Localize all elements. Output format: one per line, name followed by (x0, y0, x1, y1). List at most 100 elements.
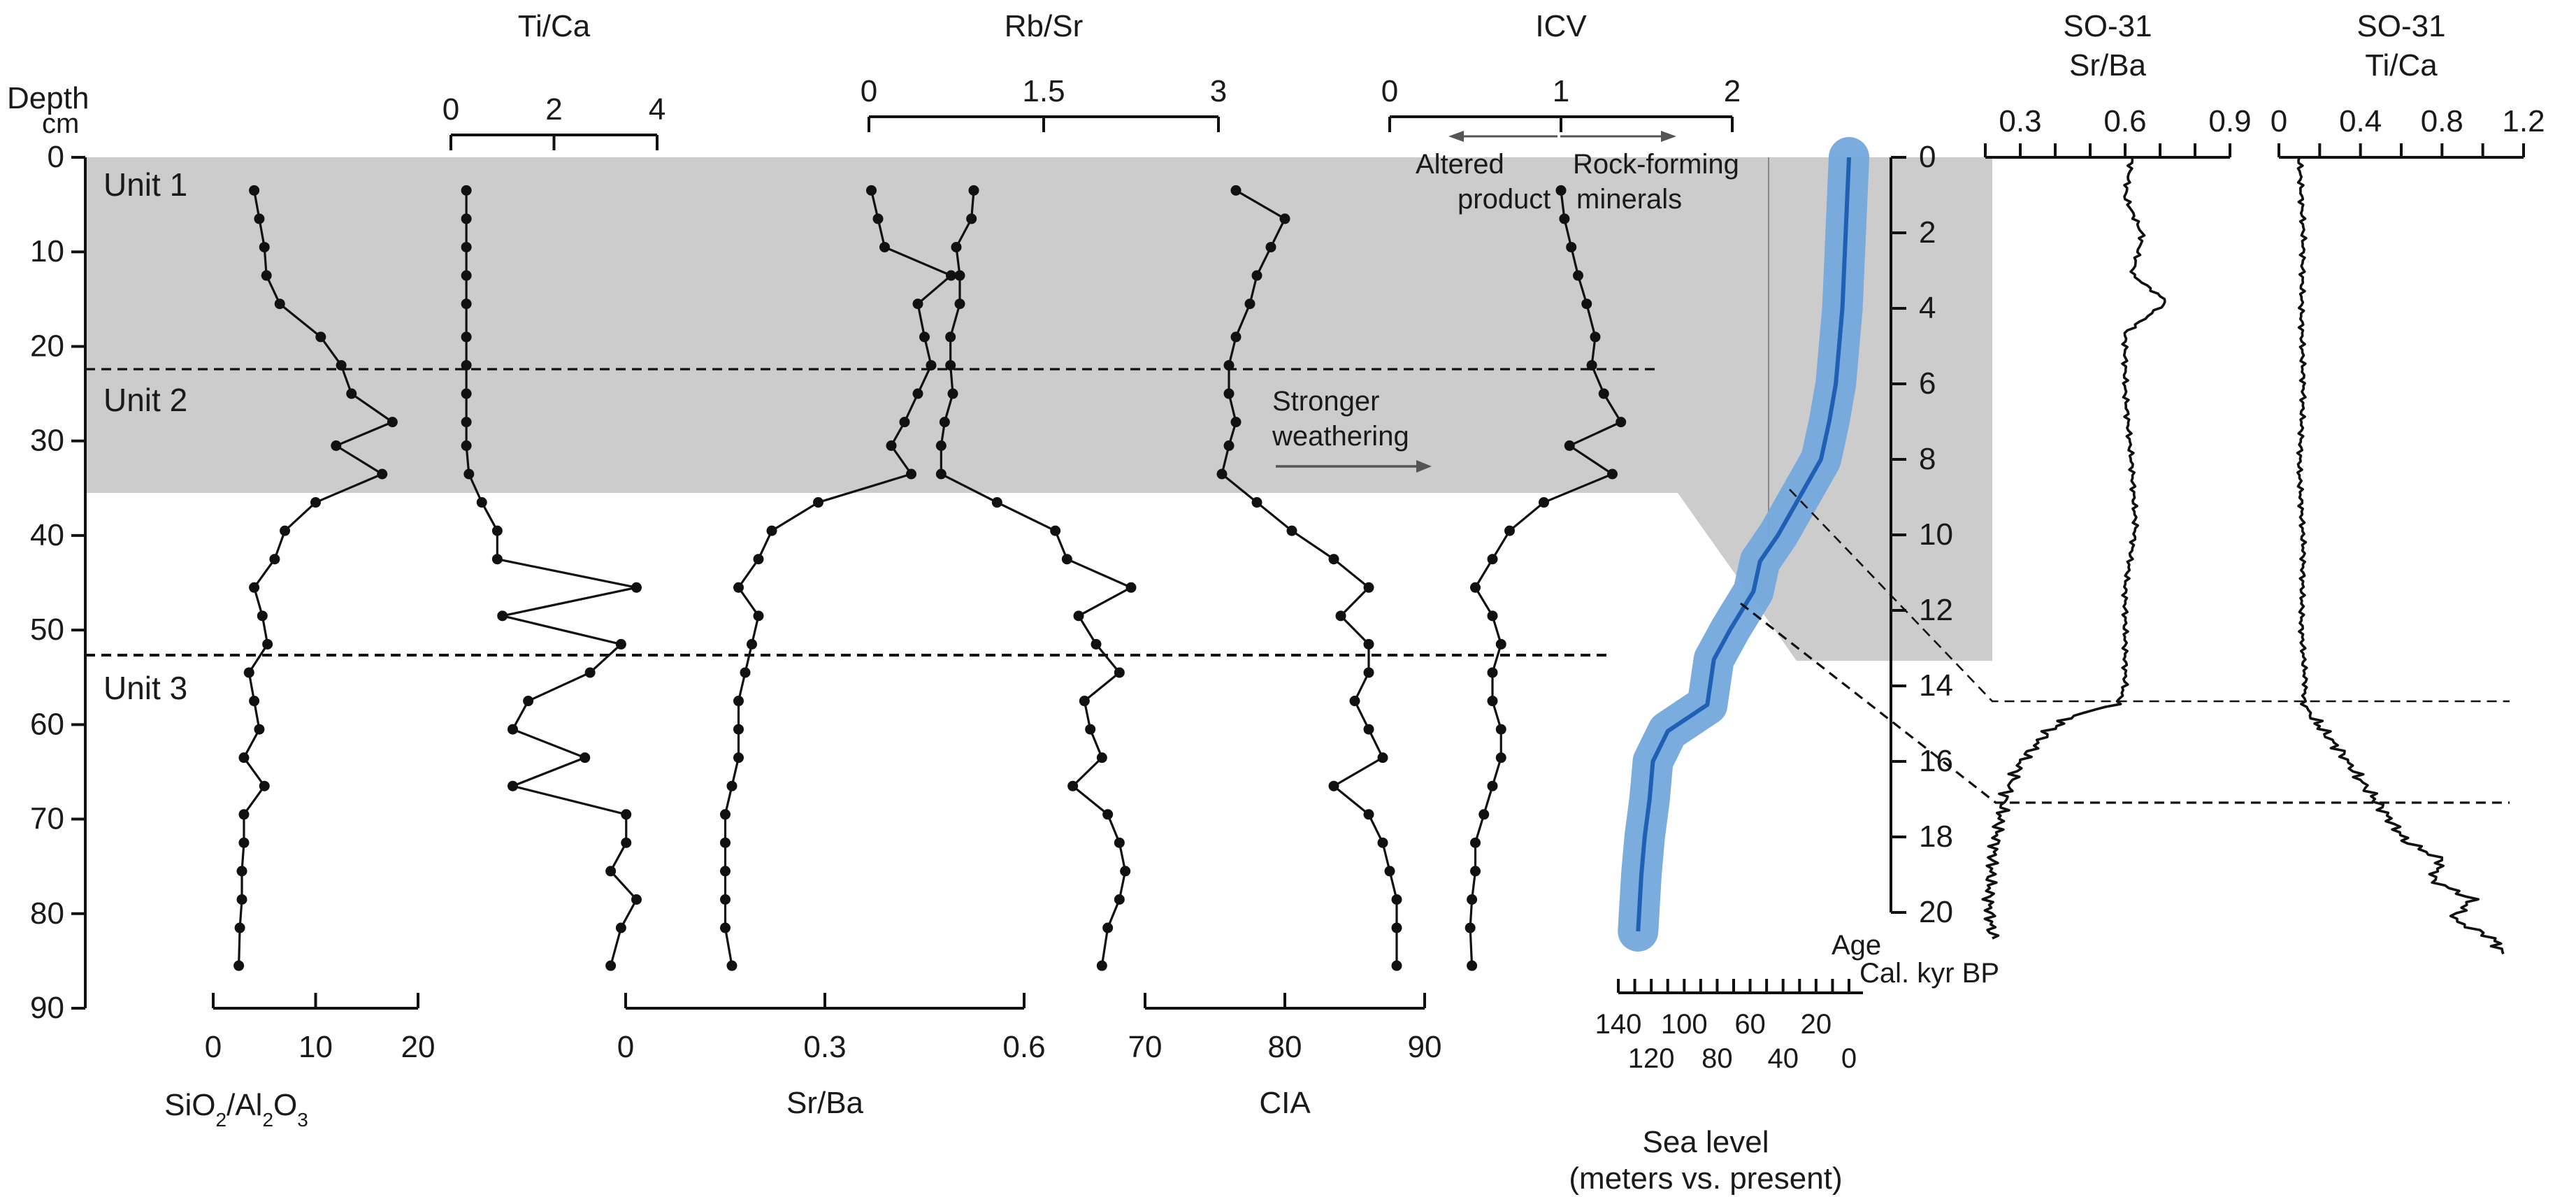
data-point (1244, 299, 1255, 310)
depth-tick-label: 60 (30, 707, 64, 741)
x-tick-label: 90 (1408, 1030, 1442, 1064)
data-point (1363, 724, 1374, 735)
data-point (605, 960, 617, 971)
data-point (1465, 922, 1476, 933)
data-point (631, 894, 642, 905)
data-point (269, 554, 280, 565)
age-tick-label: 0 (1919, 140, 1936, 174)
data-point (879, 241, 890, 252)
data-point (461, 241, 472, 252)
data-point (280, 525, 291, 536)
data-point (259, 241, 270, 252)
data-point (740, 667, 751, 678)
data-point (262, 638, 273, 650)
data-point (1073, 610, 1084, 622)
x-tick-label: 0 (1381, 74, 1398, 108)
data-point (733, 752, 744, 764)
sea-level-tick-label: 40 (1767, 1043, 1799, 1074)
data-point (1487, 610, 1498, 622)
data-point (1230, 185, 1242, 196)
data-point (1470, 837, 1481, 848)
data-point (1349, 696, 1360, 707)
data-point (259, 780, 270, 791)
data-point (1377, 752, 1388, 764)
data-point (1230, 331, 1242, 343)
data-point (1265, 241, 1276, 252)
data-point (991, 497, 1002, 508)
data-point (926, 359, 937, 371)
series-title: Ti/Ca (518, 9, 591, 43)
data-point (377, 468, 388, 480)
data-point (249, 582, 260, 593)
depth-axis-label: Depth (7, 81, 89, 115)
data-point (1279, 213, 1290, 224)
data-point (726, 780, 737, 791)
x-tick-label: 3 (1210, 74, 1227, 108)
data-point (1096, 752, 1107, 764)
data-point (1079, 696, 1090, 707)
data-point (238, 752, 250, 764)
data-point (1581, 299, 1592, 310)
unit-2-label: Unit 2 (103, 382, 187, 418)
depth-tick-label: 50 (30, 612, 64, 647)
series-title: ICV (1535, 9, 1587, 43)
data-point (912, 388, 923, 399)
data-point (387, 417, 398, 428)
core-title-line2: Sr/Ba (2069, 48, 2147, 83)
data-point (233, 960, 245, 971)
core-tick-label: 0 (2271, 104, 2287, 138)
depth-axis-unit: cm (42, 108, 79, 139)
sio2-al2o3-axis-label: SiO2/Al2O3 (164, 1088, 308, 1131)
data-point (238, 837, 250, 848)
x-tick-label: 2 (545, 92, 562, 127)
core-signal-line (2296, 157, 2505, 954)
data-point (1328, 780, 1339, 791)
sea-level-tick-label: 0 (1841, 1043, 1857, 1074)
data-point (945, 331, 956, 343)
core-tick-label: 0.6 (2103, 104, 2146, 138)
data-point (720, 894, 731, 905)
data-point (720, 866, 731, 877)
depth-tick-label: 30 (30, 424, 64, 458)
age-tick-label: 2 (1919, 215, 1936, 250)
shaded-interval (85, 157, 1992, 661)
data-point (615, 638, 626, 650)
sea-level-axis-label-line1: Sea level (1642, 1125, 1769, 1159)
data-point (747, 638, 757, 650)
x-tick-label: 4 (649, 92, 665, 127)
data-point (1251, 497, 1262, 508)
series-line (465, 190, 638, 966)
data-point (1096, 960, 1107, 971)
data-point (720, 922, 731, 933)
data-point (1102, 922, 1114, 933)
data-point (1230, 417, 1242, 428)
data-point (946, 270, 956, 281)
data-point (1377, 837, 1388, 848)
x-tick-label: 0.3 (803, 1030, 846, 1064)
data-point (935, 468, 947, 480)
data-point (720, 809, 731, 820)
sea-level-curve (1636, 157, 1851, 932)
x-tick-label: 0.6 (1002, 1030, 1045, 1064)
data-point (1286, 525, 1297, 536)
data-point (1495, 752, 1506, 764)
rock-forming-label-line2: minerals (1576, 184, 1682, 215)
data-point (720, 837, 731, 848)
data-point (1114, 667, 1125, 678)
data-point (621, 837, 632, 848)
unit-3-label: Unit 3 (103, 670, 187, 706)
x-tick-label: 1.5 (1022, 74, 1065, 108)
data-point (621, 809, 632, 820)
data-point (753, 610, 764, 622)
data-point (1598, 388, 1609, 399)
data-point (1391, 922, 1402, 933)
data-point (1573, 270, 1583, 281)
data-point (726, 960, 737, 971)
depth-tick-label: 20 (30, 329, 64, 363)
data-point (1091, 638, 1102, 650)
core-tick-label: 0.3 (1999, 104, 2041, 138)
